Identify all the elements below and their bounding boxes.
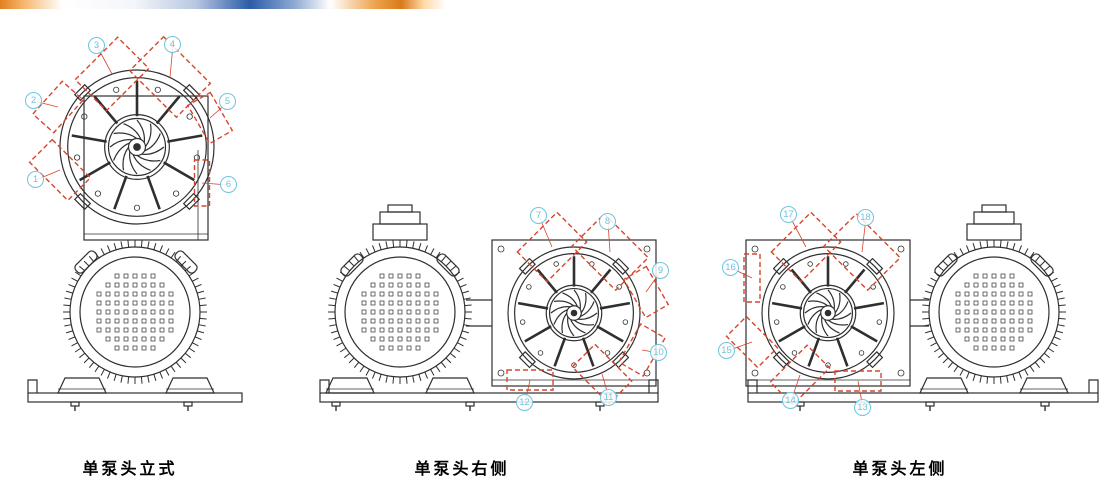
callout-3: 3: [88, 37, 105, 54]
callout-18: 18: [857, 209, 874, 226]
caption-left-side: 单泵头左侧: [852, 461, 948, 478]
callout-label: 2: [30, 94, 37, 106]
callout-label: 16: [725, 261, 736, 273]
callout-8: 8: [599, 213, 616, 230]
callout-label: 9: [657, 264, 664, 276]
callout-5: 5: [219, 93, 236, 110]
callout-label: 15: [721, 344, 732, 356]
callout-label: 13: [857, 401, 868, 413]
callout-9: 9: [652, 262, 669, 279]
callout-7: 7: [530, 207, 547, 224]
callout-15: 15: [718, 342, 735, 359]
callout-label: 18: [860, 211, 871, 223]
caption-right-side: 单泵头右侧: [414, 461, 510, 478]
callout-label: 8: [604, 215, 611, 227]
caption-vertical: 单泵头立式: [82, 461, 178, 478]
callout-label: 4: [169, 38, 176, 50]
callout-1: 1: [27, 171, 44, 188]
callout-2: 2: [25, 92, 42, 109]
callout-label: 6: [225, 178, 232, 190]
highlight-dashed-boxes: [28, 35, 902, 409]
callout-4: 4: [164, 36, 181, 53]
callout-label: 7: [535, 209, 542, 221]
callout-10: 10: [650, 344, 667, 361]
callout-label: 11: [603, 391, 614, 403]
callout-14: 14: [782, 392, 799, 409]
callout-11: 11: [600, 389, 617, 406]
callout-label: 5: [224, 95, 231, 107]
callout-label: 10: [653, 346, 664, 358]
diagram-vertical-drawing: [27, 69, 243, 411]
callout-16: 16: [722, 259, 739, 276]
callout-17: 17: [780, 206, 797, 223]
callout-12: 12: [516, 394, 533, 411]
callout-label: 14: [785, 394, 796, 406]
callout-label: 17: [783, 208, 794, 220]
diagram-left-side-drawing: [745, 204, 1099, 411]
diagram-right-side-drawing: [319, 204, 659, 411]
callout-6: 6: [220, 176, 237, 193]
callout-label: 12: [519, 396, 530, 408]
callout-label: 3: [93, 39, 100, 51]
callout-label: 1: [32, 173, 39, 185]
top-banner-gradient: [0, 0, 446, 9]
callout-13: 13: [854, 399, 871, 416]
